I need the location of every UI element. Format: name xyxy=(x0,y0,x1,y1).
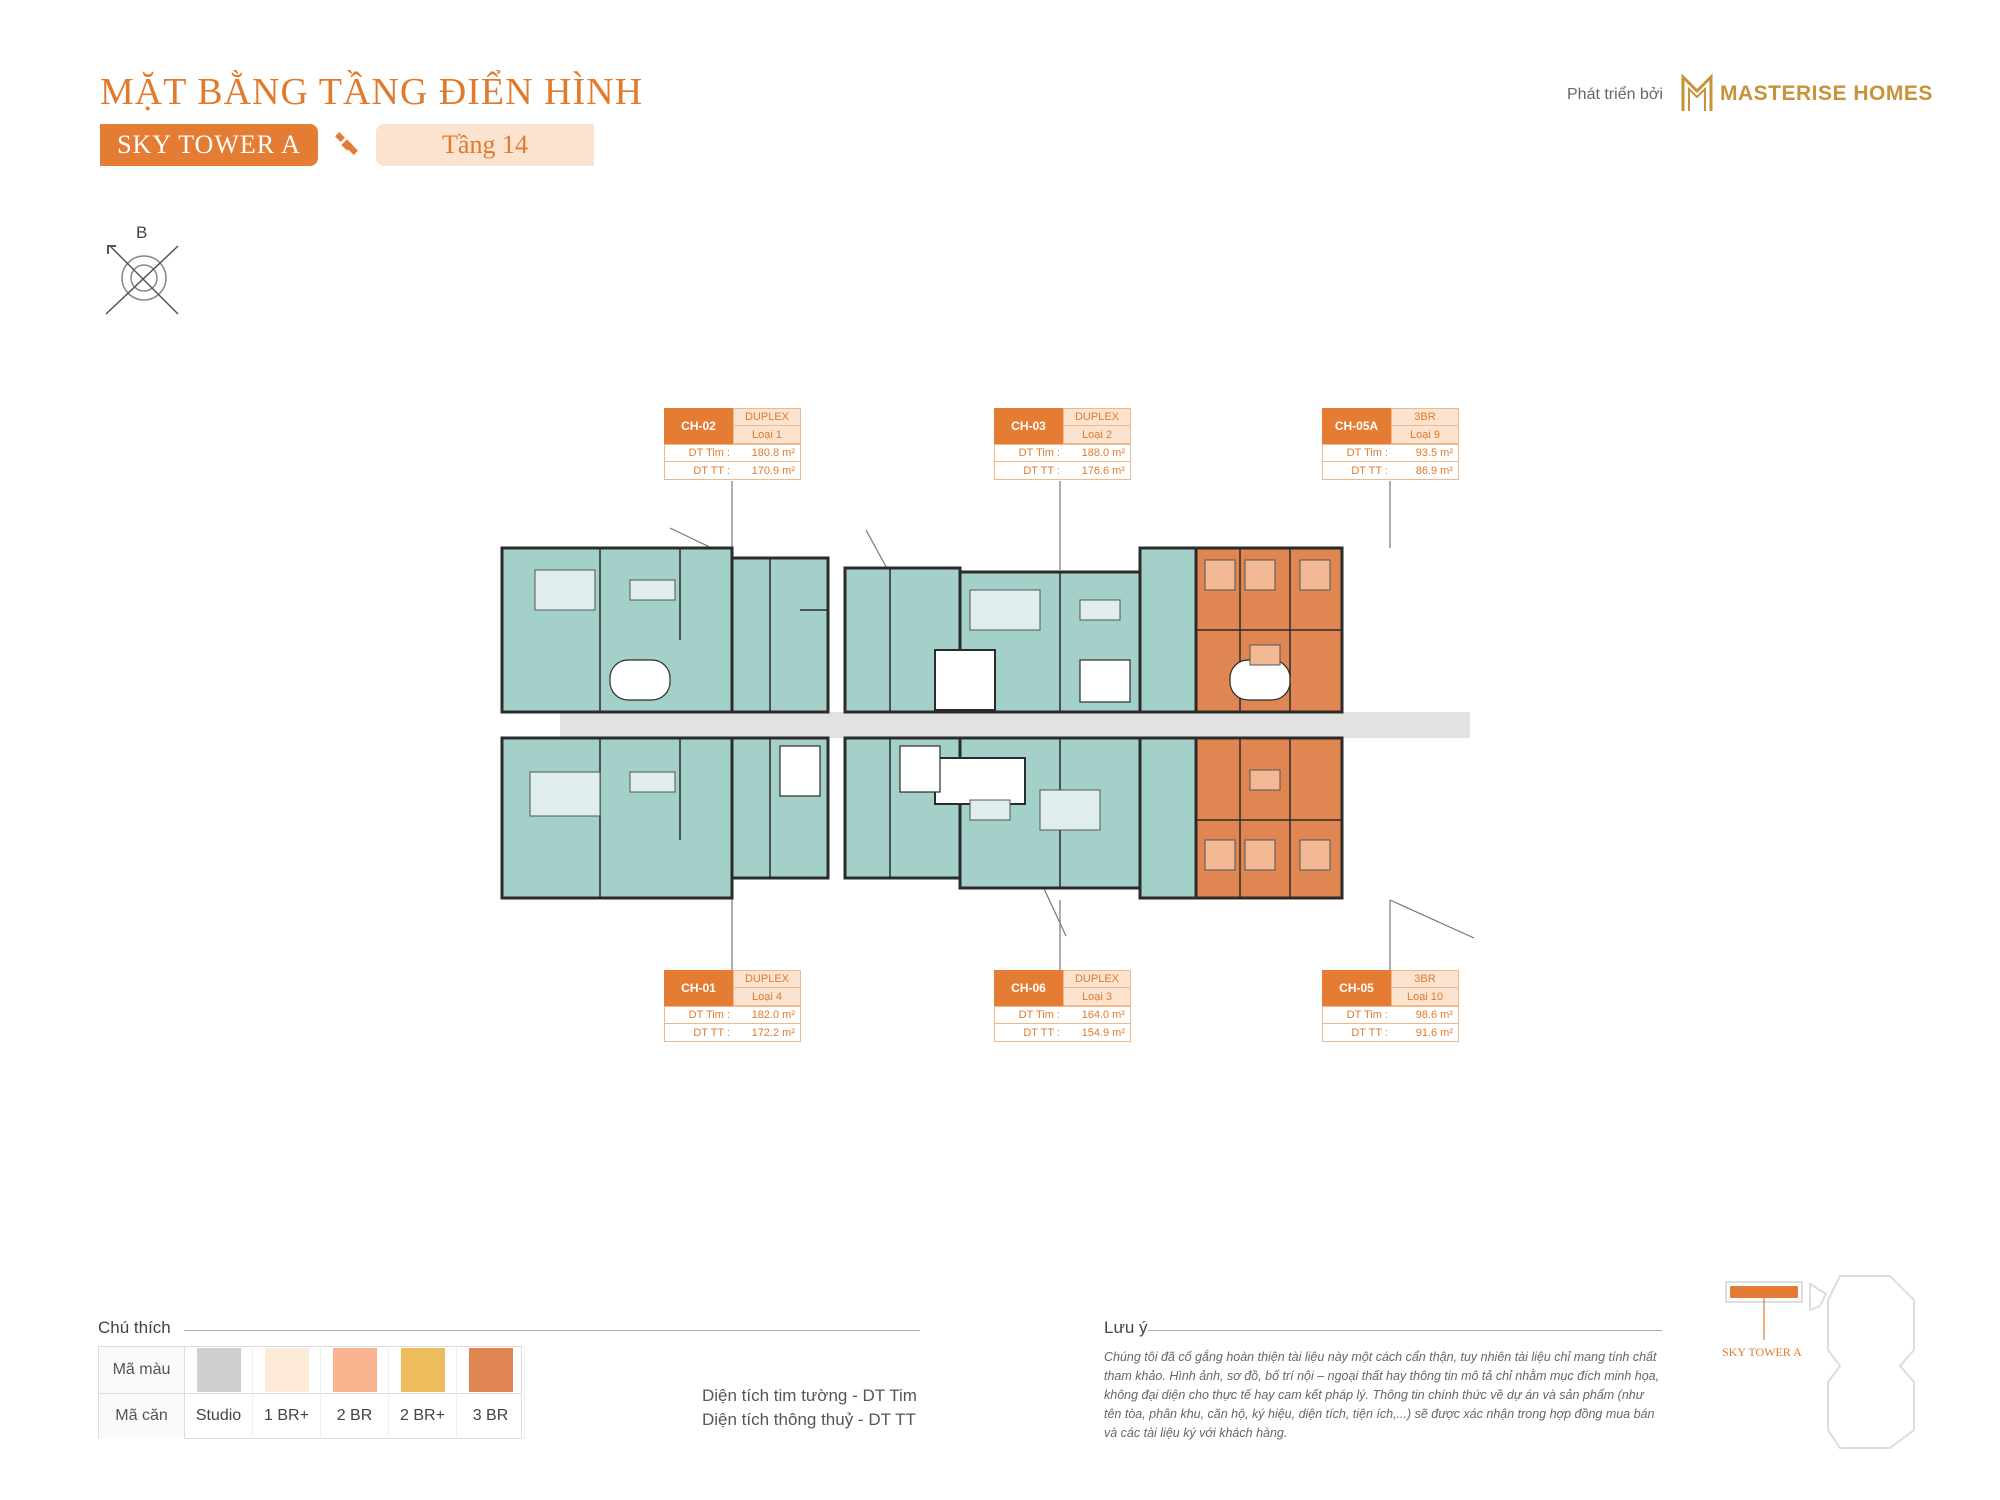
tower-badge: SKY TOWER A xyxy=(100,124,318,166)
legend-swatch-1br xyxy=(253,1347,321,1393)
floor-plan xyxy=(500,546,1470,900)
unit-code: CH-05 xyxy=(1322,970,1391,1006)
unit-layout: Loại 10 xyxy=(1391,988,1459,1006)
legend-divider xyxy=(184,1330,920,1331)
dt-tt-label: DT TT : xyxy=(693,464,730,477)
legend-name-3br: 3 BR xyxy=(472,1407,509,1424)
legend-color-label: Mã màu xyxy=(99,1347,185,1393)
unit-code: CH-05A xyxy=(1322,408,1391,444)
dt-tt-value: 170.9 m² xyxy=(751,464,795,477)
unit-card-ch-06[interactable]: CH-06 DUPLEX Loại 3 DT Tim : 164.0 m² DT … xyxy=(994,970,1131,1043)
dt-tim-label: DT Tim : xyxy=(1346,447,1388,459)
dt-tim-value: 182.0 m² xyxy=(751,1009,795,1021)
unit-type: DUPLEX xyxy=(1063,970,1131,988)
stair-ch-02 xyxy=(609,659,671,701)
elevator-core-bottom xyxy=(934,757,1026,805)
dt-tim-label: DT Tim : xyxy=(1018,447,1060,459)
unit-layout: Loại 4 xyxy=(733,988,801,1006)
unit-layout: Loại 3 xyxy=(1063,988,1131,1006)
unit-ch-01-area xyxy=(500,736,734,900)
notes-text: Chúng tôi đã cố gắng hoàn thiện tài liệu… xyxy=(1104,1350,1660,1440)
dt-tt-value: 91.6 m² xyxy=(1415,1026,1453,1039)
floor-badge: Tầng 14 xyxy=(376,124,594,166)
dt-tim-value: 188.0 m² xyxy=(1081,447,1125,459)
notes-title: Lưu ý xyxy=(1104,1318,1148,1337)
legend-name-1br: 1 BR+ xyxy=(264,1407,309,1424)
masterise-logo-icon xyxy=(1681,73,1713,111)
dt-tt-label: DT TT : xyxy=(1023,464,1060,477)
legend-name-2br-plus: 2 BR+ xyxy=(400,1407,445,1424)
unit-type: DUPLEX xyxy=(1063,408,1131,426)
unit-code: CH-06 xyxy=(994,970,1063,1006)
stair-ch-01 xyxy=(779,745,821,797)
legend-swatch-studio xyxy=(185,1347,253,1393)
unit-type: 3BR xyxy=(1391,408,1459,426)
unit-code: CH-01 xyxy=(664,970,733,1006)
stair-ch-03 xyxy=(1079,659,1131,703)
dt-tt-label: DT TT : xyxy=(1023,1026,1060,1039)
legend-name-2br: 2 BR xyxy=(336,1407,373,1424)
dt-tt-value: 154.9 m² xyxy=(1081,1026,1125,1039)
legend-swatch-2br xyxy=(321,1347,389,1393)
unit-code: CH-03 xyxy=(994,408,1063,444)
dt-tt-value: 172.2 m² xyxy=(751,1026,795,1039)
developer-label: Phát triển bởi xyxy=(1567,86,1663,103)
unit-ch-05-area xyxy=(1194,736,1344,900)
unit-code: CH-02 xyxy=(664,408,733,444)
dt-tim-value: 98.6 m² xyxy=(1415,1009,1453,1021)
unit-layout: Loại 9 xyxy=(1391,426,1459,444)
unit-card-ch-05[interactable]: CH-05 3BR Loại 10 DT Tim : 98.6 m² DT TT … xyxy=(1322,970,1459,1043)
key-plan-diagram xyxy=(1725,1275,1915,1449)
unit-ch-03-end xyxy=(1138,546,1198,714)
page-title: MẶT BẰNG TẦNG ĐIỂN HÌNH xyxy=(100,71,644,113)
unit-ch-02-wing xyxy=(730,556,830,714)
stair-ch-05a xyxy=(1229,659,1291,701)
dt-tim-label: DT Tim : xyxy=(1346,1009,1388,1021)
dt-tt-label: DT TT : xyxy=(1351,464,1388,477)
unit-type: DUPLEX xyxy=(733,970,801,988)
satellite-icon xyxy=(335,132,358,155)
dt-tim-value: 164.0 m² xyxy=(1081,1009,1125,1021)
unit-card-ch-01[interactable]: CH-01 DUPLEX Loại 4 DT Tim : 182.0 m² DT … xyxy=(664,970,801,1043)
unit-type: 3BR xyxy=(1391,970,1459,988)
legend-table: Mã màu Mã căn Studio 1 BR+ 2 BR 2 BR+ 3 … xyxy=(98,1346,525,1439)
legend-name-studio: Studio xyxy=(195,1407,242,1424)
unit-card-ch-02[interactable]: CH-02 DUPLEX Loại 1 DT Tim : 180.8 m² DT … xyxy=(664,408,801,481)
unit-card-ch-03[interactable]: CH-03 DUPLEX Loại 2 DT Tim : 188.0 m² DT … xyxy=(994,408,1131,481)
notes-divider xyxy=(1148,1330,1662,1331)
key-plan-label: SKY TOWER A xyxy=(1722,1345,1802,1359)
dt-tt-value: 176.6 m² xyxy=(1081,464,1125,477)
dt-tim-label: DT Tim : xyxy=(688,1009,730,1021)
dt-tt-label: DT TT : xyxy=(693,1026,730,1039)
dt-tim-value: 93.5 m² xyxy=(1415,447,1453,459)
abbr-dt-tim: Diện tích tim tường - DT Tim xyxy=(702,1386,917,1405)
unit-layout: Loại 1 xyxy=(733,426,801,444)
stair-ch-06 xyxy=(899,745,941,793)
elevator-core-top xyxy=(934,649,996,711)
unit-card-ch-05a[interactable]: CH-05A 3BR Loại 9 DT Tim : 93.5 m² DT TT … xyxy=(1322,408,1459,481)
dt-tim-label: DT Tim : xyxy=(1018,1009,1060,1021)
abbr-dt-tt: Diện tích thông thuỷ - DT TT xyxy=(702,1410,916,1429)
compass-label: B xyxy=(136,224,147,242)
dt-tt-value: 86.9 m² xyxy=(1415,464,1453,477)
corridor xyxy=(560,712,1470,738)
unit-ch-06-end xyxy=(1138,736,1198,900)
legend-swatch-3br xyxy=(457,1347,525,1393)
dt-tim-value: 180.8 m² xyxy=(751,447,795,459)
legend-type-label: Mã căn xyxy=(99,1393,185,1439)
dt-tt-label: DT TT : xyxy=(1351,1026,1388,1039)
unit-type: DUPLEX xyxy=(733,408,801,426)
north-compass-icon: B xyxy=(105,224,179,315)
developer-brand: MASTERISE HOMES xyxy=(1720,82,1933,105)
unit-layout: Loại 2 xyxy=(1063,426,1131,444)
legend-swatch-2br-plus xyxy=(389,1347,457,1393)
legend-title: Chú thích xyxy=(98,1318,171,1337)
dt-tim-label: DT Tim : xyxy=(688,447,730,459)
